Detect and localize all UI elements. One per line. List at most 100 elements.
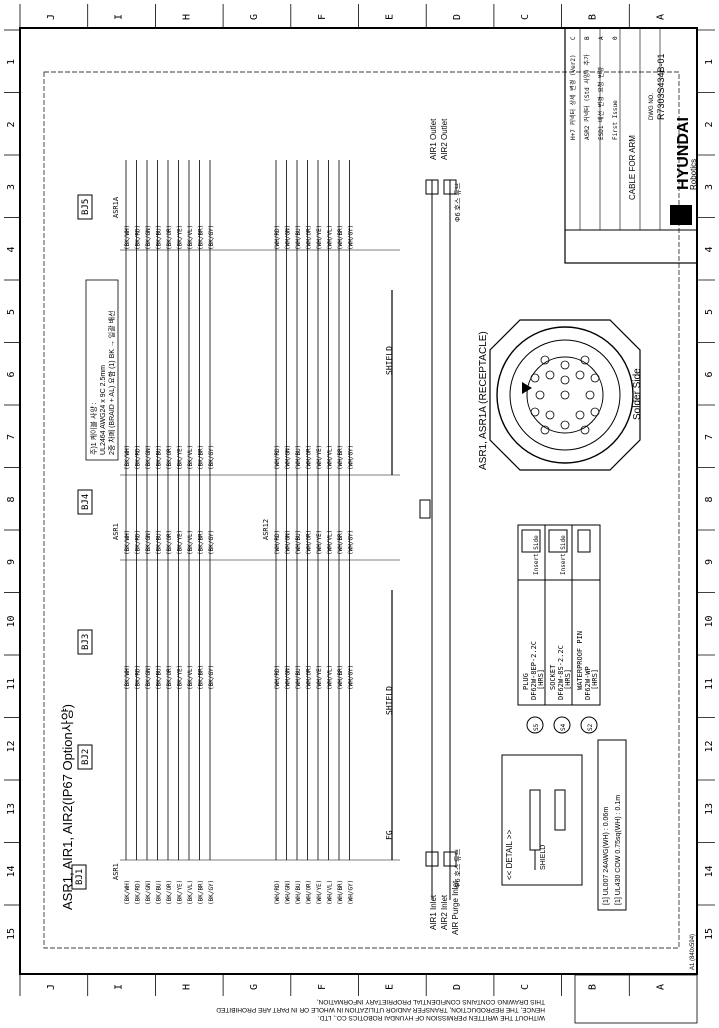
wire-color-label: (WH/BR): [337, 665, 344, 690]
drawing-title: CABLE FOR ARM: [628, 135, 637, 200]
part-id-circle: [580, 716, 598, 734]
part-id: S2: [587, 723, 594, 731]
air-lines: [419, 179, 457, 900]
row-letter-bottom: G: [249, 984, 260, 990]
connector-box: [71, 864, 87, 890]
col-number-left: 14: [6, 865, 17, 877]
wire-color-label: (BK/BU): [156, 880, 163, 905]
air2-outlet-label: AIR2 Outlet: [440, 118, 449, 160]
shield-label: SHIELD: [385, 346, 394, 375]
col-number-right: 15: [704, 928, 715, 940]
wire-color-label: (BK/GY): [208, 530, 215, 555]
wire-color-label: (BK/BR): [198, 225, 205, 250]
wire-color-label: (WH/BU): [295, 665, 302, 690]
wire-color-label: (BK/YE): [177, 665, 184, 690]
svg-text:2중 차폐 (BRAID + AL) 요함 (1) BK →: 2중 차폐 (BRAID + AL) 요함 (1) BK → 일괄 배선: [107, 310, 116, 455]
wire-color-label: (BK/BU): [156, 445, 163, 470]
part-maker: [HRS]: [564, 669, 572, 690]
revision-text: ESD1 배선 변경 요청 반영: [597, 67, 605, 140]
wire-color-label: (BK/YE): [177, 880, 184, 905]
part-model: DF62W-8EP-2.2C: [530, 641, 538, 700]
wire-color-label: (BK/WH): [124, 225, 131, 250]
asr-label: ASR1A: [112, 196, 120, 218]
wire-color-label: (BK/YE): [177, 530, 184, 555]
wire-color-label: (BK/GN): [145, 530, 152, 555]
col-number-right: 2: [704, 121, 715, 127]
pin: [545, 370, 555, 380]
receptacle-pins: [530, 355, 600, 435]
row-letter-bottom: C: [520, 984, 531, 990]
col-number-right: 1: [704, 59, 715, 65]
wire-color-label: (WH/RD): [274, 225, 281, 250]
col-number-left: 8: [6, 496, 17, 502]
asr-label: ASR1: [112, 523, 120, 540]
revision-id: B: [584, 36, 591, 40]
wire-color-label: (WH/RD): [274, 665, 281, 690]
col-number-right: 4: [704, 246, 715, 252]
revision-text: H+7 커넥터 상세 변경 (Ver2): [569, 54, 577, 140]
wire-color-label: (WH/RD): [274, 445, 281, 470]
wire-color-label: (WH/VL): [327, 445, 334, 470]
receptacle-label: ASR1, ASR1A (RECEPTACLE): [478, 331, 489, 470]
footer-line: THIS DRAWING CONTAINS CONFIDENTIAL PROPR…: [317, 998, 545, 1005]
part-name: WATERPROOF PIN: [576, 631, 584, 690]
wire-color-label: (WH/GN): [285, 445, 292, 470]
row-letter-bottom: J: [46, 984, 57, 990]
connector-label: BJ2: [81, 749, 91, 765]
wire-color-label: (BK/VL): [187, 880, 194, 905]
part-view: Insert Side: [560, 535, 567, 575]
wire-color-label: (WH/YE): [316, 225, 323, 250]
col-number-left: 11: [6, 678, 17, 690]
col-number-right: 7: [704, 434, 715, 440]
connector-label: BJ1: [75, 869, 85, 885]
part-name: PLUG: [522, 673, 530, 690]
wire-color-label: (BK/BU): [156, 225, 163, 250]
pin: [535, 390, 545, 400]
wire-color-label: (WH/GN): [285, 665, 292, 690]
col-number-left: 13: [6, 803, 17, 815]
wire-color-label: (BK/WH): [124, 530, 131, 555]
col-number-right: 11: [704, 678, 715, 690]
row-letter-bottom: A: [655, 984, 666, 990]
air1-outlet-label: AIR1 Outlet: [429, 118, 438, 160]
main-title: ASR1, AIR1, AIR2(IP67 Option사양): [60, 704, 75, 910]
row-letter-top: D: [452, 14, 463, 20]
row-letter-top: G: [249, 14, 260, 20]
part-id-circle: [526, 716, 544, 734]
row-letter-top: B: [588, 14, 599, 20]
row-letter-bottom: H: [181, 984, 192, 990]
wire-color-label: (BK/GY): [208, 880, 215, 905]
part-maker: [HRS]: [591, 669, 599, 690]
connector-label: BJ3: [81, 634, 91, 650]
wire-color-label: (WH/VL): [327, 665, 334, 690]
pin: [575, 370, 585, 380]
wire-color-label: (WH/GN): [285, 530, 292, 555]
wire-color-label: (BK/VL): [187, 665, 194, 690]
wire-color-label: (WH/GY): [348, 665, 355, 690]
part-name: SOCKET: [549, 664, 557, 690]
pin: [580, 355, 590, 365]
col-number-left: 10: [6, 615, 17, 627]
row-letter-bottom: E: [385, 984, 396, 990]
part-view: Insert Side: [533, 535, 540, 575]
wire-color-label: (WH/GN): [285, 225, 292, 250]
col-number-left: 6: [6, 371, 17, 377]
shield-label: SHIELD: [385, 686, 394, 715]
col-number-left: 3: [6, 184, 17, 190]
wire-color-label: (BK/OR): [166, 445, 173, 470]
row-letter-top: C: [520, 14, 531, 20]
pin: [530, 407, 540, 417]
wire-color-label: (WH/GY): [348, 530, 355, 555]
pin: [580, 425, 590, 435]
wire-color-label: (BK/BU): [156, 530, 163, 555]
wire-color-label: (BK/RD): [135, 530, 142, 555]
wire-color-label: (WH/OR): [306, 530, 313, 555]
wire-color-label: (BK/VL): [187, 445, 194, 470]
col-number-right: 12: [704, 740, 715, 752]
col-number-left: 7: [6, 434, 17, 440]
wire-color-label: (WH/BU): [295, 530, 302, 555]
connector-label: BJ4: [81, 494, 91, 510]
